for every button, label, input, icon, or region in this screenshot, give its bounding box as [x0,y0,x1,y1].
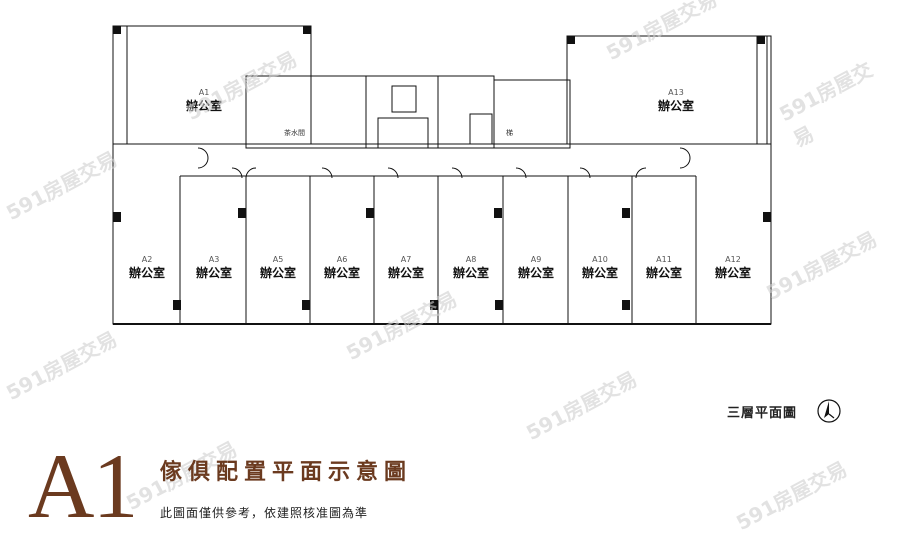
doors [197,147,691,179]
columns [113,26,771,310]
room-id: A12 [725,255,741,264]
room-label-a13: A13 辦公室 [654,88,698,114]
room-id: A10 [592,255,608,264]
room-name: 辦公室 [128,266,165,280]
room-id: A5 [272,255,284,264]
core [245,75,571,149]
room-label-a5: A5 辦公室 [256,255,300,281]
room-name: 辦公室 [259,266,296,280]
room-id: A8 [465,255,477,264]
room-name: 辦公室 [645,266,682,280]
room-label-a8: A8 辦公室 [449,255,493,281]
core-label-pantry: 茶水間 [284,129,305,137]
room-name: 辦公室 [195,266,232,280]
wall-right-upper [756,35,772,145]
room-id: A1 [198,88,210,97]
room-label-a12: A12 辦公室 [711,255,755,281]
north-arrow-icon [817,399,841,423]
room-label-a10: A10 辦公室 [578,255,622,281]
room-name: 辦公室 [581,266,618,280]
room-label-a2: A2 辦公室 [125,255,169,281]
room-name: 辦公室 [185,99,222,113]
room-id: A2 [141,255,153,264]
room-name: 辦公室 [714,266,751,280]
plan-title: 傢俱配置平面示意圖 [160,460,413,485]
room-id: A9 [530,255,542,264]
lower-band-outline [112,143,772,325]
room-label-a11: A11 辦公室 [642,255,686,281]
wall-left-upper [112,25,128,145]
room-name: 辦公室 [517,266,554,280]
room-name: 辦公室 [657,99,694,113]
plan-code: A1 [28,435,138,537]
room-a1-outline [126,25,312,145]
room-id: A7 [400,255,412,264]
room-label-a7: A7 辦公室 [384,255,428,281]
room-name: 辦公室 [452,266,489,280]
room-id: A6 [336,255,348,264]
room-id: A11 [656,255,672,264]
room-name: 辦公室 [323,266,360,280]
disclaimer-note: 此圖面僅供參考，依建照核准圖為準 [160,506,369,520]
core-label-stair: 梯 [506,129,513,137]
room-id: A13 [668,88,684,97]
partitions [179,176,697,324]
room-name: 辦公室 [387,266,424,280]
room-label-a1: A1 辦公室 [182,88,226,114]
watermark: 591房屋交易 [732,456,851,535]
floor-label: 三層平面圖 [727,406,798,421]
room-label-a6: A6 辦公室 [320,255,364,281]
room-label-a9: A9 辦公室 [514,255,558,281]
room-label-a3: A3 辦公室 [192,255,236,281]
room-id: A3 [208,255,220,264]
floor-plan [112,25,772,325]
